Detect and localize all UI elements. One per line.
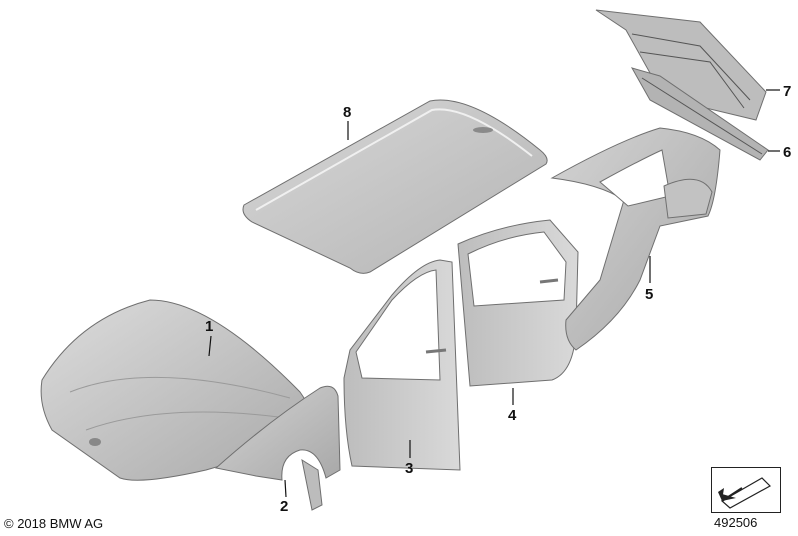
rear-panel-lower (630, 67, 769, 161)
callout-4: 4 (508, 407, 517, 424)
rear-door (457, 219, 579, 387)
callout-1: 1 (205, 318, 213, 335)
callout-5: 5 (645, 286, 653, 303)
orientation-badge (711, 467, 781, 513)
rear-panel-upper (595, 9, 767, 121)
front-side-panel (214, 385, 341, 511)
document-number: 492506 (714, 515, 758, 530)
rear-side-frame (550, 127, 721, 351)
copyright-text: © 2018 BMW AG (4, 516, 104, 531)
callout-8: 8 (343, 104, 351, 121)
callout-6: 6 (783, 144, 791, 161)
callout-7: 7 (783, 83, 791, 100)
front-door (343, 259, 461, 471)
callout-3: 3 (405, 460, 413, 477)
leader-1 (208, 335, 212, 357)
callout-2: 2 (280, 498, 288, 515)
hood-panel (40, 299, 314, 481)
leader-2 (284, 479, 287, 498)
orientation-arrow-icon (718, 477, 771, 509)
roof-panel (242, 99, 548, 274)
